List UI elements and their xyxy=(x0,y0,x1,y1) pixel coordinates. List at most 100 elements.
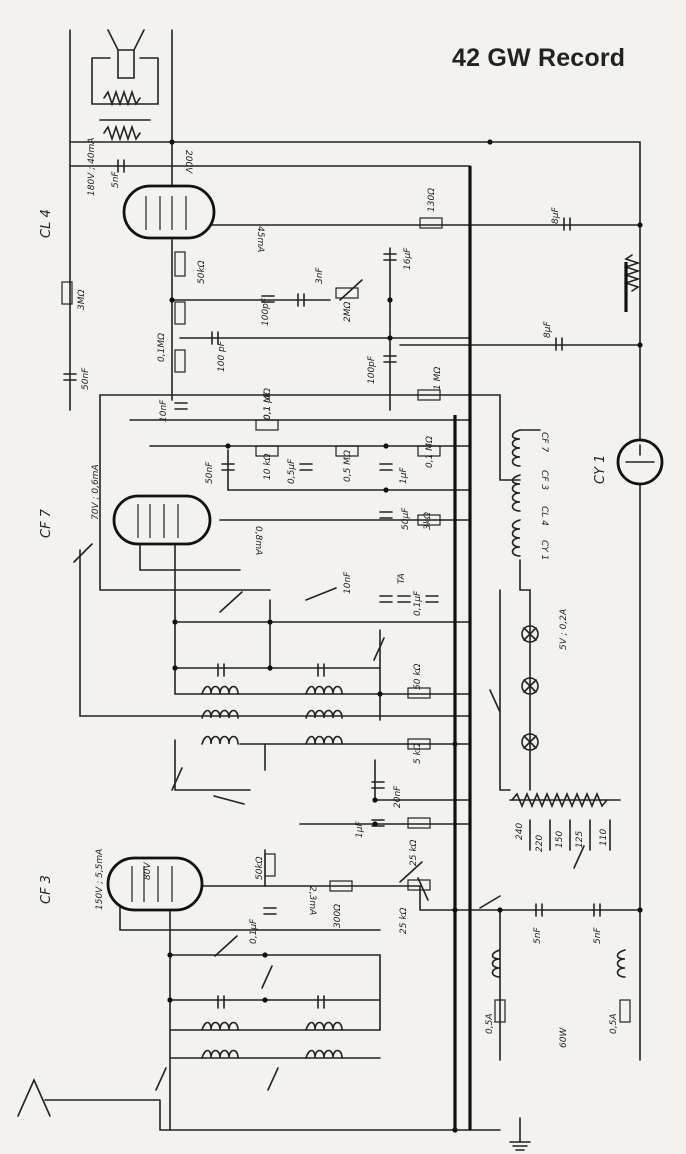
tube-label-cf7: CF 7 xyxy=(39,508,54,538)
resistor-value: 25 kΩ xyxy=(399,907,409,934)
capacitor xyxy=(555,337,563,351)
junction-dot xyxy=(637,907,643,913)
capacitor xyxy=(593,903,601,917)
resistor xyxy=(417,514,441,526)
junction-dot xyxy=(387,297,393,303)
tube-electrodes xyxy=(131,866,173,902)
resistor xyxy=(174,251,186,277)
switch xyxy=(213,795,245,805)
capacitor xyxy=(383,355,397,363)
junction-dot xyxy=(497,907,503,913)
resistor xyxy=(407,817,431,829)
switch xyxy=(479,895,501,909)
resistor xyxy=(103,89,141,107)
switch xyxy=(373,637,385,661)
potentiometer-arrow xyxy=(214,935,238,957)
inductor-coil xyxy=(305,1021,343,1031)
capacitor-value: 0,5µF xyxy=(287,458,297,484)
tube-label-cl4: CL 4 xyxy=(39,209,54,238)
capacitor xyxy=(117,159,125,173)
junction-dot xyxy=(225,443,231,449)
mains-tap: 110 xyxy=(599,829,609,846)
capacitor xyxy=(397,595,411,603)
pilot-lamp-cross xyxy=(523,679,537,693)
inductor-coil xyxy=(305,709,343,719)
capacitor xyxy=(263,907,277,915)
resistor-value: 1 MΩ xyxy=(433,367,443,390)
wire xyxy=(419,885,641,911)
pilot-lamp xyxy=(521,625,539,643)
wire xyxy=(169,954,381,1031)
capacitor xyxy=(383,253,397,261)
diagram-title: 42 GW Record xyxy=(452,44,626,72)
inductor-coil xyxy=(305,735,343,745)
junction-dots xyxy=(167,139,643,1133)
current-label: 2,3mA xyxy=(307,886,317,915)
capacitor-value: 8µF xyxy=(551,207,561,224)
inductor-coil xyxy=(305,1049,343,1059)
capacitor-value: 1µF xyxy=(399,467,409,484)
resistor-value: 25 kΩ xyxy=(409,839,419,866)
junction-dot xyxy=(452,907,458,913)
voltage-label: 200V xyxy=(183,150,193,174)
wire xyxy=(44,1099,471,1131)
junction-dot xyxy=(167,952,173,958)
capacitor xyxy=(379,511,393,519)
tube-label-cy1: CY 1 xyxy=(593,455,608,484)
resistor xyxy=(417,445,441,457)
inductor-coil xyxy=(201,1049,239,1059)
heater-label: CL 4 xyxy=(539,506,549,526)
current-label: 0,8mA xyxy=(253,526,263,555)
junction-dot xyxy=(452,1127,458,1133)
switch xyxy=(267,1067,279,1091)
capacitor xyxy=(297,293,305,307)
resistor-value: 50kΩ xyxy=(255,856,265,880)
inductor-coil xyxy=(511,519,521,557)
tube-electrodes xyxy=(145,196,187,230)
inductor-coil xyxy=(511,429,521,467)
resistor-value: 10 kΩ xyxy=(263,453,273,480)
capacitor-value: 100pF xyxy=(367,355,377,384)
resistor-value: 50 kΩ xyxy=(413,663,423,690)
junction-dot xyxy=(262,952,268,958)
switch xyxy=(489,689,501,713)
pilot-lamp xyxy=(521,677,539,695)
resistor-value: 50kΩ xyxy=(197,260,207,284)
capacitor xyxy=(379,463,393,471)
switch xyxy=(417,877,429,901)
resistor-value: 300Ω xyxy=(333,904,343,928)
capacitor-value: 50nF xyxy=(81,367,91,390)
capacitor xyxy=(425,595,439,603)
tube-cf3 xyxy=(106,856,204,912)
junction-dot xyxy=(637,342,643,348)
wire xyxy=(529,819,611,851)
heater-label: CY 1 xyxy=(539,540,549,560)
junction-dot xyxy=(267,619,273,625)
resistor xyxy=(335,445,359,457)
resistor xyxy=(623,254,641,292)
inductor-coil xyxy=(201,685,239,695)
resistor xyxy=(407,738,431,750)
resistor-value: 0,1 MΩ xyxy=(263,388,273,420)
antenna-symbol xyxy=(17,1078,51,1117)
speaker-cone xyxy=(107,29,145,79)
inductor-coil xyxy=(511,474,521,512)
inductor-coil xyxy=(305,685,343,695)
junction-dot xyxy=(487,139,493,145)
capacitor xyxy=(221,463,235,471)
heater-label: CF 3 xyxy=(539,470,549,490)
capacitor xyxy=(217,663,225,677)
capacitor-value: 50µF xyxy=(401,507,411,530)
wire xyxy=(139,539,241,571)
capacitor xyxy=(563,217,571,231)
wire xyxy=(489,141,641,1061)
choke-coil xyxy=(616,949,626,978)
capacitor-value: 10nF xyxy=(343,571,353,594)
junction-dot xyxy=(267,665,273,671)
rectifier-electrode xyxy=(625,444,655,463)
resistor xyxy=(329,880,353,892)
pilot-lamp xyxy=(521,733,539,751)
rating-cf7: 70V ; 0,6mA xyxy=(91,464,101,520)
